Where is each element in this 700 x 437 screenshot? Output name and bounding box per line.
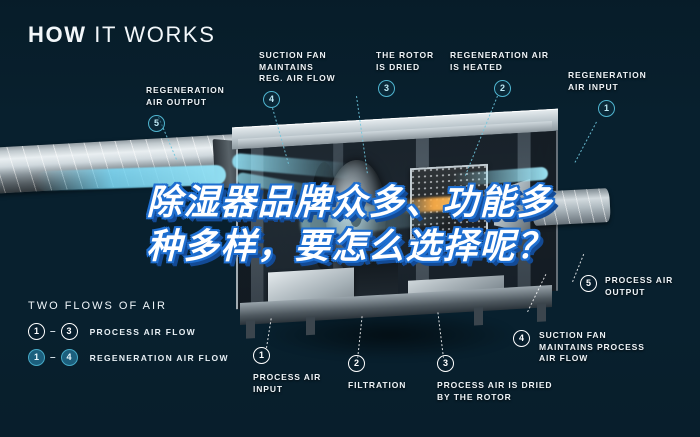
callout-process-air-dried[interactable]: 3 PROCESS AIR IS DRIED BY THE ROTOR <box>437 355 552 403</box>
legend-row-process-air-flow[interactable]: 1 – 3 PROCESS AIR FLOW <box>28 323 229 340</box>
callout-filtration[interactable]: 2 FILTRATION <box>348 355 406 392</box>
callout-label: REGENERATION AIR INPUT <box>568 70 647 92</box>
legend-title: TWO FLOWS OF AIR <box>28 300 167 312</box>
legend-dash: – <box>50 326 56 337</box>
promo-overlay-text: 除湿器品牌众多、功能多 种多样，要怎么选择呢？ <box>0 181 700 269</box>
legend-label: REGENERATION AIR FLOW <box>89 352 229 363</box>
callout-badge[interactable]: 4 <box>263 90 280 108</box>
callout-regeneration-air-input[interactable]: REGENERATION AIR INPUT 1 <box>568 70 647 117</box>
legend-badge-to: 3 <box>60 323 78 340</box>
callout-process-air-input[interactable]: 1 PROCESS AIR INPUT <box>253 347 321 395</box>
legend-badge-from: 1 <box>28 349 45 366</box>
legend-label: PROCESS AIR FLOW <box>89 326 196 337</box>
callout-label: FILTRATION <box>348 380 407 390</box>
callout-badge[interactable]: 4 <box>513 330 530 347</box>
legend: TWO FLOWS OF AIR 1 – 3 PROCESS AIR FLOW … <box>28 300 229 375</box>
callout-regeneration-air-output[interactable]: REGENERATION AIR OUTPUT 5 <box>146 85 225 132</box>
page-title-light: IT WORKS <box>94 22 216 47</box>
callout-label: SUCTION FAN MAINTAINS REG. AIR FLOW <box>259 50 336 83</box>
legend-row-regeneration-air-flow[interactable]: 1 – 4 REGENERATION AIR FLOW <box>28 349 229 366</box>
legend-dash: – <box>50 352 56 363</box>
callout-badge[interactable]: 5 <box>148 115 165 132</box>
callout-label: PROCESS AIR IS DRIED BY THE ROTOR <box>437 380 553 402</box>
callout-rotor-is-dried[interactable]: THE ROTOR IS DRIED 3 <box>376 50 434 97</box>
callout-label: REGENERATION AIR IS HEATED <box>450 50 549 72</box>
callout-badge[interactable]: 2 <box>494 80 511 97</box>
callout-badge[interactable]: 5 <box>580 275 597 292</box>
callout-label: SUCTION FAN MAINTAINS PROCESS AIR FLOW <box>539 330 645 363</box>
callout-badge[interactable]: 1 <box>253 347 270 364</box>
promo-overlay-line-1: 除湿器品牌众多、功能多 <box>146 183 554 223</box>
callout-badge[interactable]: 3 <box>378 80 395 97</box>
callout-suction-fan-reg[interactable]: SUCTION FAN MAINTAINS REG. AIR FLOW 4 <box>259 50 336 108</box>
legend-badge-from: 1 <box>28 323 45 340</box>
promo-overlay-line-2: 种多样，要怎么选择呢？ <box>146 227 554 267</box>
callout-label: PROCESS AIR OUTPUT <box>605 275 674 297</box>
callout-label: PROCESS AIR INPUT <box>253 372 322 394</box>
callout-regeneration-air-heated[interactable]: REGENERATION AIR IS HEATED 2 <box>450 50 549 97</box>
callout-badge[interactable]: 2 <box>348 355 365 372</box>
callout-suction-fan-process[interactable]: 4 SUCTION FAN MAINTAINS PROCESS AIR FLOW <box>513 330 645 365</box>
callout-label: REGENERATION AIR OUTPUT <box>146 85 225 107</box>
callout-badge[interactable]: 1 <box>598 100 615 117</box>
legend-badge-to: 4 <box>60 349 78 366</box>
callout-label: THE ROTOR IS DRIED <box>376 50 435 72</box>
callout-badge[interactable]: 3 <box>437 355 454 372</box>
callout-process-air-output[interactable]: 5 PROCESS AIR OUTPUT <box>580 275 673 298</box>
page-title: HOW IT WORKS <box>28 22 215 48</box>
page-title-bold: HOW <box>28 22 87 47</box>
